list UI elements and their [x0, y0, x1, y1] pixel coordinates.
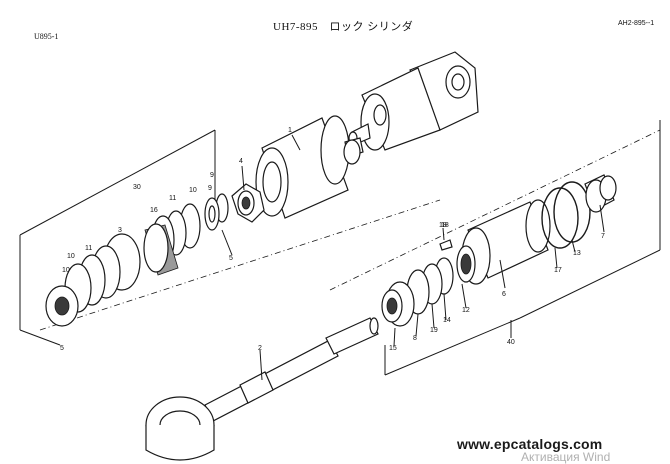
watermark-site: www.epcatalogs.com	[457, 436, 603, 452]
piston-rod-part-2	[145, 317, 379, 461]
callout-18: 18	[441, 222, 449, 229]
callout-19: 19	[430, 327, 438, 334]
callout-9: 9	[210, 172, 214, 179]
left-seal-pack	[45, 203, 201, 327]
diagram-title: UH7-895 ロック シリンダ	[273, 21, 414, 33]
callout-5-left: 5	[60, 345, 64, 352]
bracket-left-bottom	[19, 329, 61, 346]
callout-13: 13	[573, 250, 581, 257]
callout-7: 7	[601, 233, 605, 240]
callout-2: 2	[258, 345, 262, 352]
callout-10-top: 10	[189, 187, 197, 194]
clevis-body-part	[348, 51, 479, 151]
callout-16: 16	[150, 207, 158, 214]
diagram-ref-code: AH2-895--1	[618, 20, 655, 27]
model-code: U895-1	[34, 32, 59, 41]
callout-10-left: 10	[62, 267, 70, 274]
callout-6: 6	[502, 291, 506, 298]
callout-14: 14	[443, 317, 451, 324]
cylinder-tube-part-1	[255, 115, 364, 219]
axis-upper-left	[39, 199, 441, 331]
callout-3: 3	[118, 227, 122, 234]
bushing-part-7	[584, 174, 617, 213]
leader-lines	[221, 134, 605, 381]
callout-5: 5	[229, 255, 233, 262]
callout-9-lower: 9	[208, 185, 212, 192]
washer-parts-9	[204, 193, 229, 231]
bracket-group-40-bottom	[384, 317, 521, 376]
bracket-group-30	[19, 129, 216, 236]
callout-12: 12	[462, 307, 470, 314]
hex-nut-part-4	[231, 183, 265, 223]
callout-40: 40	[507, 339, 515, 346]
callout-8: 8	[413, 335, 417, 342]
callout-15: 15	[389, 345, 397, 352]
axis-upper-right	[329, 129, 661, 291]
right-seal-pack	[381, 257, 454, 327]
activation-watermark: Активация Wind	[521, 450, 611, 464]
bracket-group-40-right	[519, 249, 661, 319]
callout-1: 1	[288, 127, 292, 134]
callout-4: 4	[239, 158, 243, 165]
callout-10: 10	[67, 253, 75, 260]
pin-part-18	[439, 239, 453, 251]
callout-30: 30	[133, 184, 141, 191]
callout-11-top: 11	[169, 195, 176, 202]
callout-17: 17	[554, 267, 562, 274]
callout-18-right: 18	[439, 222, 447, 229]
callout-11: 11	[85, 245, 92, 252]
gland-part-6	[456, 199, 551, 285]
